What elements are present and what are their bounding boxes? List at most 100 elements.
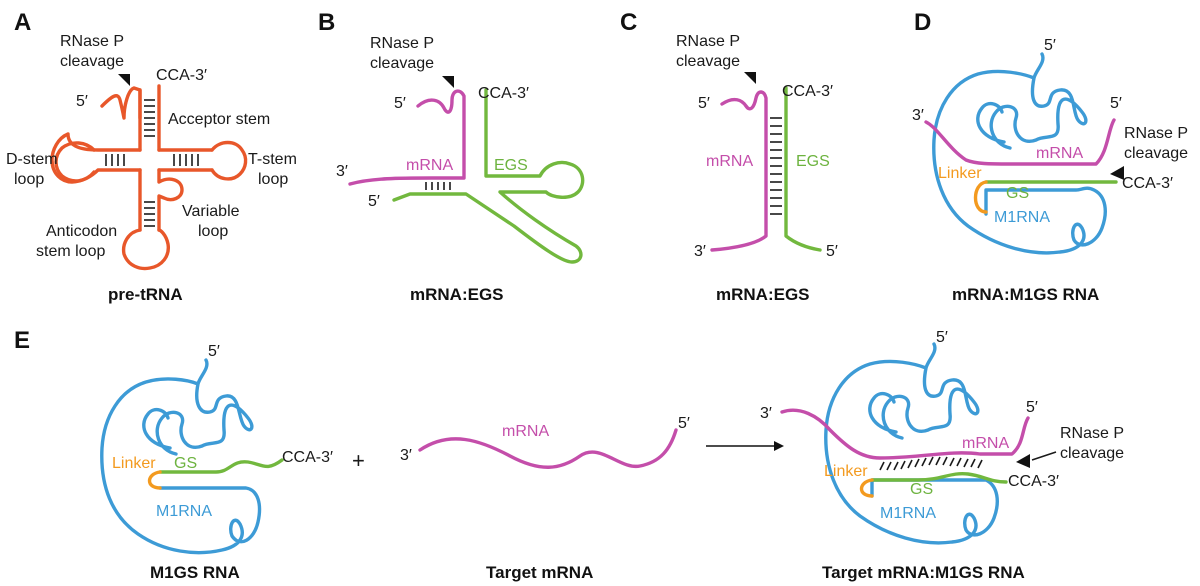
three-prime-label: 3′: [912, 107, 924, 124]
trna-anticodon-basepairs: [144, 201, 155, 227]
cca-3-label: CCA-3′: [782, 83, 833, 100]
linker-label: Linker: [824, 463, 868, 480]
mrna-strand-b: [348, 89, 466, 186]
m1rna-label: M1RNA: [156, 503, 212, 520]
gs-strand-e1: [158, 458, 284, 474]
egs-basepairs-b: [425, 182, 451, 190]
caption-mrna-egs-c: mRNA:EGS: [716, 285, 810, 304]
five-prime-label: 5′: [1044, 37, 1056, 54]
mrna-strand-d: [924, 118, 1116, 166]
cleavage-pointer-line: [1031, 451, 1057, 461]
panel-e-letter: E: [14, 327, 30, 354]
stem-loop-label: stem loop: [36, 243, 105, 260]
three-prime-label: 3′: [400, 447, 412, 464]
cleavage-arrow-icon: [1016, 454, 1030, 468]
m1rna-label: M1RNA: [880, 505, 936, 522]
rnase-p-label: RNase P: [1060, 425, 1124, 442]
linker-label: Linker: [938, 165, 982, 182]
m1rna-strand-e3: [824, 342, 999, 545]
rnase-p-label: RNase P: [676, 33, 740, 50]
five-prime-label: 5′: [394, 95, 406, 112]
five-prime-label: 5′: [368, 193, 380, 210]
five-prime-label: 5′: [1110, 95, 1122, 112]
mrna-label: mRNA: [406, 157, 453, 174]
caption-mrna-egs-b: mRNA:EGS: [410, 285, 504, 304]
three-prime-label: 3′: [760, 405, 772, 422]
panel-a: A: [6, 9, 297, 304]
panel-b: B RNase P cleavage CCA-3′ 5′ 3′ mRNA EGS…: [318, 9, 585, 304]
panel-d: D 5′ 3′ 5′ RNase P cleavage mRNA Linker …: [912, 9, 1188, 304]
five-prime-label: 5′: [698, 95, 710, 112]
m1rna-strand-d: [932, 52, 1107, 255]
caption-target-mrna: Target mRNA: [486, 563, 593, 582]
rnase-p-label: RNase P: [1124, 125, 1188, 142]
mrna-label: mRNA: [502, 423, 549, 440]
cleavage-arrow-icon: [1110, 166, 1124, 180]
five-prime-label: 5′: [936, 329, 948, 346]
trna-d-basepairs: [105, 154, 125, 166]
t-loop-label: loop: [258, 171, 288, 188]
cleavage-arrow-icon: [744, 72, 756, 84]
trna-t-loop: [210, 140, 248, 181]
caption-mrna-m1gs: mRNA:M1GS RNA: [952, 285, 1099, 304]
egs-strand-b: [392, 88, 585, 264]
m1rna-label: M1RNA: [994, 209, 1050, 226]
linker-label: Linker: [112, 455, 156, 472]
trna-anticodon-loop: [121, 228, 170, 271]
five-prime-label: 5′: [678, 415, 690, 432]
gs-label: GS: [174, 455, 197, 472]
trna-d-loop: [54, 141, 96, 183]
trna-leader-strand: [100, 86, 142, 120]
caption-pre-trna: pre-tRNA: [108, 285, 183, 304]
panel-a-letter: A: [14, 9, 31, 36]
e-target-complex: 5′ 3′ 5′ RNase P cleavage mRNA Linker GS…: [760, 329, 1124, 582]
reaction-arrow-icon: [706, 441, 784, 451]
panel-c: C RNase P cleavage CCA-3′ 5′ mRNA EGS 3′…: [620, 9, 838, 304]
egs-label: EGS: [796, 153, 830, 170]
mrna-label: mRNA: [1036, 145, 1083, 162]
cleavage-label: cleavage: [676, 53, 740, 70]
cca-3-label: CCA-3′: [282, 449, 333, 466]
plus-sign: +: [352, 448, 365, 473]
target-mrna-strand: [418, 428, 678, 469]
m1gs-basepairs-e3: [879, 456, 983, 471]
gs-strand-e3: [870, 471, 1008, 484]
egs-basepairs-c: [770, 117, 782, 215]
rnase-p-label: RNase P: [60, 33, 124, 50]
egs-strand-c: [784, 86, 822, 252]
cleavage-arrow-icon: [442, 76, 454, 88]
t-stem-label: T-stem: [248, 151, 297, 168]
panel-c-letter: C: [620, 9, 637, 36]
panel-b-letter: B: [318, 9, 335, 36]
gs-label: GS: [1006, 185, 1029, 202]
three-prime-label: 3′: [694, 243, 706, 260]
trna-t-arm: [157, 148, 214, 172]
trna-anticodon-right: [157, 168, 184, 232]
cleavage-arrow-icon: [118, 74, 130, 86]
linker-strand-e1: [147, 470, 162, 490]
rnase-p-label: RNase P: [370, 35, 434, 52]
m1rna-strand-e1: [100, 358, 262, 555]
five-prime-label: 5′: [76, 93, 88, 110]
panel-e: E 5′ Linker GS CCA-3′ M1RNA M1GS RNA + 3…: [14, 327, 1124, 582]
cleavage-label: cleavage: [1124, 145, 1188, 162]
cleavage-label: cleavage: [60, 53, 124, 70]
cca-3-label: CCA-3′: [1122, 175, 1173, 192]
d-stem-label: D-stem: [6, 151, 58, 168]
three-prime-label: 3′: [336, 163, 348, 180]
cca-3-label: CCA-3′: [1008, 473, 1059, 490]
egs-label: EGS: [494, 157, 528, 174]
trna-d-arm: [50, 132, 142, 184]
five-prime-label: 5′: [1026, 399, 1038, 416]
five-prime-label: 5′: [826, 243, 838, 260]
caption-m1gs-rna: M1GS RNA: [150, 563, 240, 582]
gs-label: GS: [910, 481, 933, 498]
e-target-mrna: 3′ mRNA 5′ Target mRNA: [400, 415, 690, 582]
e-m1gs-rna: 5′ Linker GS CCA-3′ M1RNA M1GS RNA: [100, 343, 333, 582]
cleavage-label: cleavage: [1060, 445, 1124, 462]
variable-loop-label: loop: [198, 223, 228, 240]
linker-strand-e3: [859, 478, 874, 498]
caption-target-complex: Target mRNA:M1GS RNA: [822, 563, 1025, 582]
cca-3-label: CCA-3′: [478, 85, 529, 102]
